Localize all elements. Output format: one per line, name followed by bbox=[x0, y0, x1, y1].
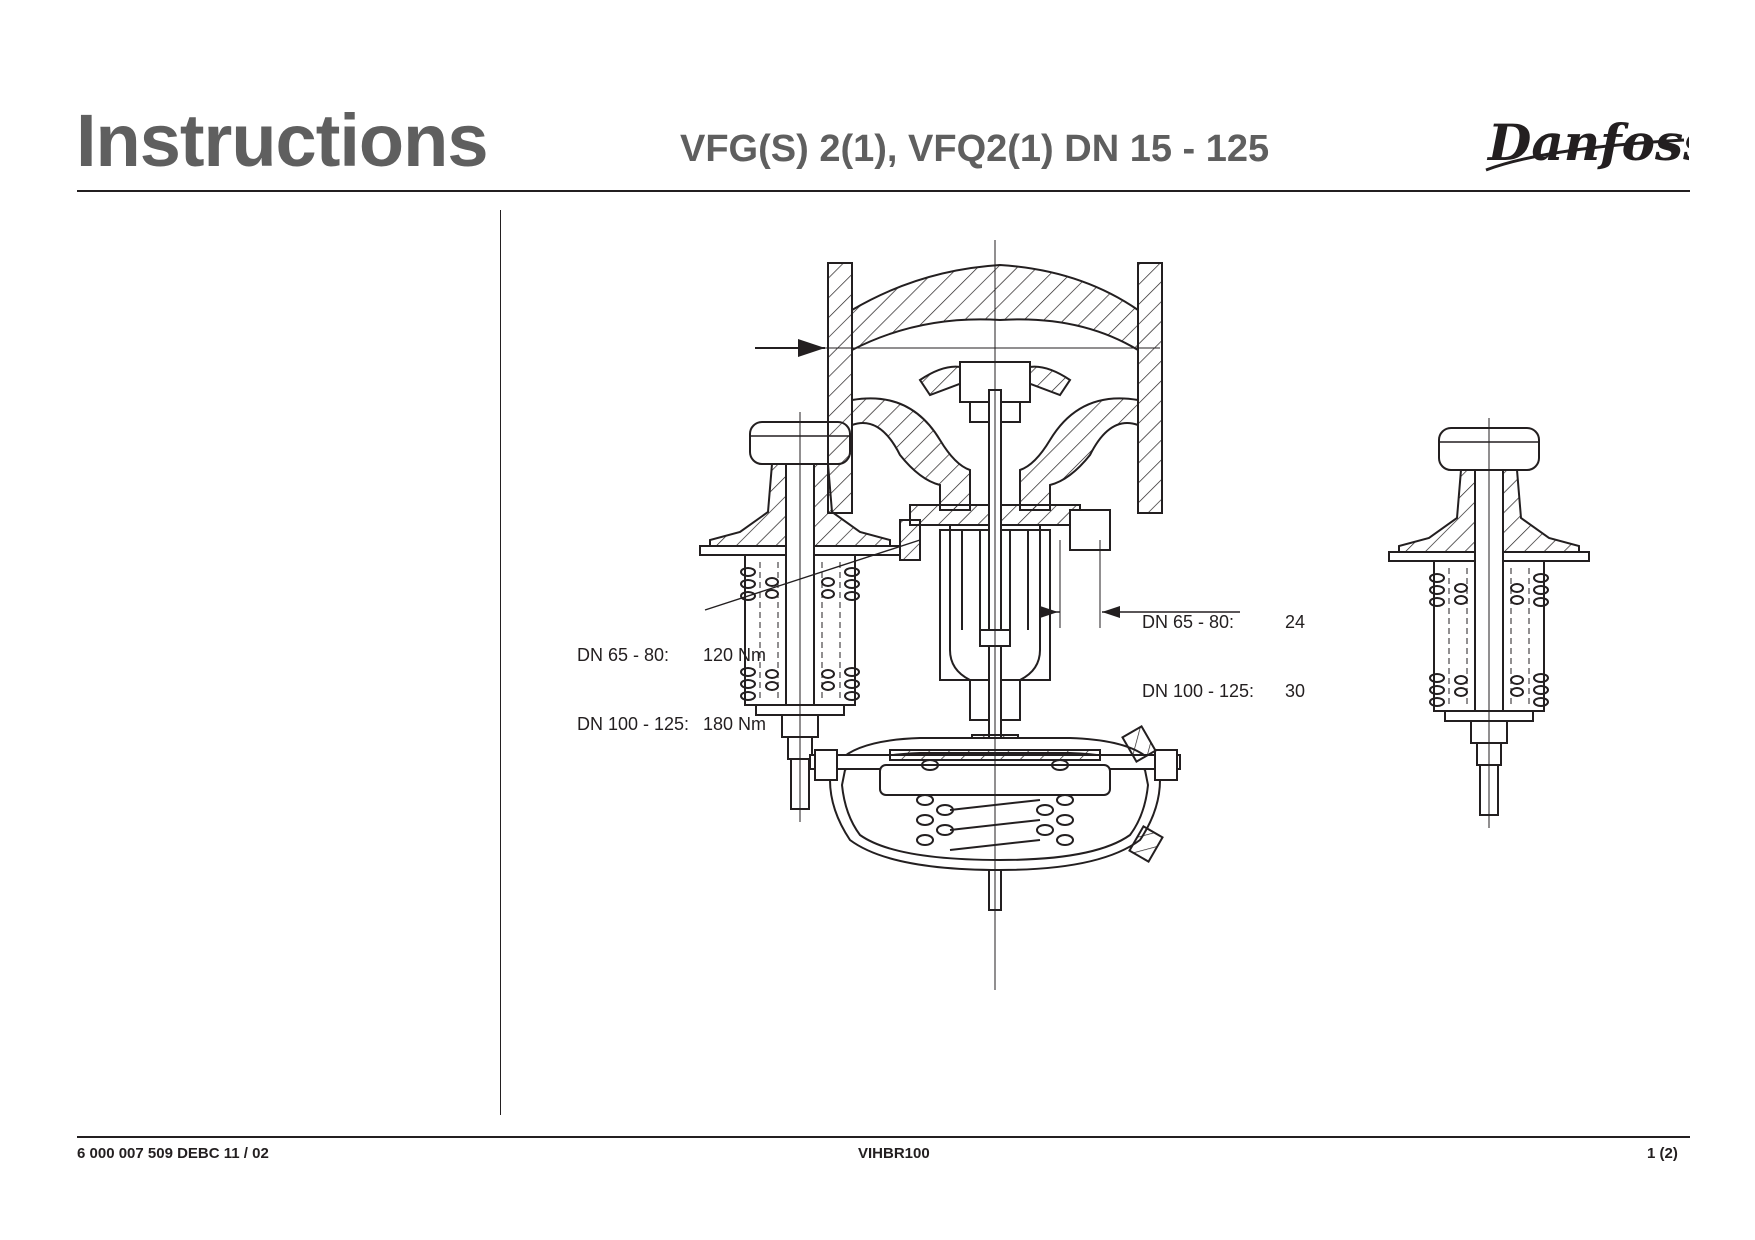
document-number: 6 000 007 509 DEBC 11 / 02 bbox=[77, 1145, 269, 1162]
document-code: VIHBR100 bbox=[858, 1145, 930, 1162]
product-subtitle: VFG(S) 2(1), VFQ2(1) DN 15 - 125 bbox=[680, 128, 1270, 170]
torque-row: DN 65 - 80: 120 Nm bbox=[577, 644, 766, 667]
valve-cross-section-drawing bbox=[699, 240, 1590, 990]
torque-table-right: DN 65 - 80: 24 DN 100 - 125: 30 bbox=[1142, 565, 1305, 726]
torque-row: DN 65 - 80: 24 bbox=[1142, 611, 1305, 634]
header-rule bbox=[77, 190, 1690, 192]
torque-value: 120 Nm bbox=[703, 645, 767, 665]
torque-value: 180 Nm bbox=[703, 714, 767, 734]
torque-row: DN 100 - 125: 30 bbox=[1142, 680, 1305, 703]
torque-range: DN 65 - 80: bbox=[577, 645, 670, 665]
torque-value: 30 bbox=[1285, 681, 1306, 701]
torque-value: 24 bbox=[1285, 612, 1306, 632]
torque-range: DN 65 - 80: bbox=[1142, 612, 1235, 632]
page-title: Instructions bbox=[76, 99, 488, 182]
torque-range: DN 100 - 125: bbox=[1142, 681, 1255, 701]
torque-range: DN 100 - 125: bbox=[577, 714, 690, 734]
danfoss-logo: Danfoss bbox=[1485, 113, 1689, 172]
torque-table-left: DN 65 - 80: 120 Nm DN 100 - 125: 180 Nm bbox=[577, 598, 766, 759]
torque-row: DN 100 - 125: 180 Nm bbox=[577, 713, 766, 736]
column-divider bbox=[500, 210, 501, 1115]
page-number: 1 (2) bbox=[1647, 1145, 1678, 1162]
footer-rule bbox=[77, 1136, 1690, 1138]
